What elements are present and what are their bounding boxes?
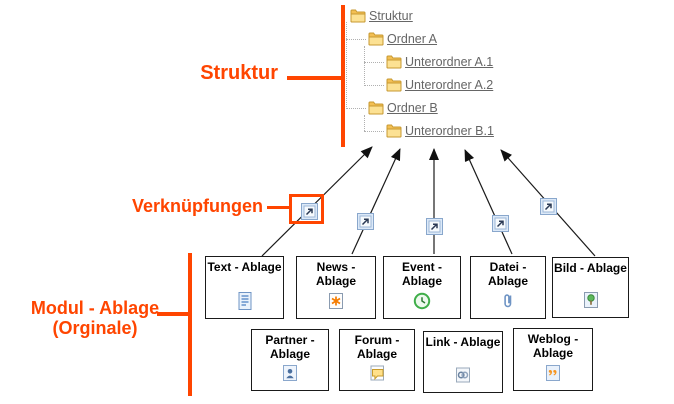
module-box-link-ablage: Link - Ablage xyxy=(423,331,503,393)
image-icon xyxy=(583,292,598,308)
link-chain-icon xyxy=(456,367,470,383)
arrow-datei-ablage xyxy=(464,149,513,255)
file-paperclip-icon xyxy=(504,294,512,308)
tree-link[interactable]: Ordner B xyxy=(387,101,438,115)
module-box-label: Ablage xyxy=(315,274,356,288)
module-box-label: Link - Ablage xyxy=(425,335,501,349)
tree-item-unterordner-b1: Unterordner B.1 xyxy=(386,123,494,139)
module-box-forum-ablage: Forum - Ablage xyxy=(339,329,415,391)
arrow-news-ablage xyxy=(351,148,401,255)
tree-connector-line xyxy=(364,85,384,86)
tree-connector-line xyxy=(346,39,366,40)
tree-connector-line xyxy=(364,46,365,86)
tree-link[interactable]: Unterordner B.1 xyxy=(405,124,494,138)
struktur-annotation-label: Struktur xyxy=(200,62,278,84)
module-box-label: Weblog - xyxy=(527,332,579,346)
tree-link[interactable]: Unterordner A.2 xyxy=(405,78,494,92)
module-box-bild-ablage: Bild - Ablage xyxy=(552,257,629,318)
text-document-icon xyxy=(238,292,251,310)
module-box-partner-ablage: Partner - Ablage xyxy=(251,329,329,391)
folder-icon xyxy=(386,78,402,92)
tree-link[interactable]: Ordner A xyxy=(387,32,438,46)
tree-link[interactable]: Unterordner A.1 xyxy=(405,55,494,69)
event-clock-icon xyxy=(413,292,431,310)
tree-item-unterordner-a2: Unterordner A.2 xyxy=(386,77,493,93)
partner-person-icon xyxy=(283,365,297,381)
module-box-label: News - xyxy=(316,260,356,274)
tree-item-struktur: Struktur xyxy=(350,8,413,24)
folder-icon xyxy=(386,124,402,138)
tree-item-ordner-a: Ordner A xyxy=(368,31,437,47)
verknuepfungen-pointer-line xyxy=(267,206,289,209)
module-box-weblog-ablage: Weblog - Ablage xyxy=(513,328,593,391)
module-box-news-ablage: News - Ablage xyxy=(296,256,376,319)
shortcut-arrow-icon xyxy=(426,218,443,235)
modul-ablage-annotation-label: Modul - Ablage (Orginale) xyxy=(14,298,176,338)
modul-label-line1: Modul - Ablage xyxy=(30,298,160,318)
module-box-datei-ablage: Datei - Ablage xyxy=(470,256,546,319)
module-box-label: Ablage xyxy=(356,347,397,361)
tree-connector-line xyxy=(346,22,347,109)
module-box-label: Ablage xyxy=(487,274,528,288)
folder-icon xyxy=(368,101,384,115)
module-box-label: Ablage xyxy=(269,347,310,361)
struktur-bracket-line xyxy=(287,76,341,80)
shortcut-arrow-icon xyxy=(540,198,557,215)
tree-link[interactable]: Struktur xyxy=(369,9,413,23)
folder-icon xyxy=(350,9,366,23)
shortcut-arrow-icon xyxy=(301,203,318,220)
verknuepfungen-annotation-label: Verknüpfungen xyxy=(131,196,263,216)
folder-icon xyxy=(386,55,402,69)
shortcut-arrow-icon xyxy=(357,213,374,230)
modul-bracket-line xyxy=(157,312,188,316)
folder-icon xyxy=(368,32,384,46)
tree-connector-line xyxy=(364,62,384,63)
module-box-event-ablage: Event - Ablage xyxy=(383,256,461,319)
module-box-label: Text - Ablage xyxy=(207,260,282,274)
module-box-label: Bild - Ablage xyxy=(554,261,627,275)
tree-connector-line xyxy=(364,115,365,131)
forum-speech-bubble-icon xyxy=(370,365,384,381)
module-box-label: Ablage xyxy=(401,274,442,288)
module-box-label: Forum - xyxy=(354,333,400,347)
module-box-label: Datei - xyxy=(489,260,527,274)
tree-connector-line xyxy=(364,131,384,132)
shortcut-arrow-icon xyxy=(492,215,509,232)
modul-bracket-line xyxy=(188,253,192,396)
modul-label-line2: (Orginale) xyxy=(52,318,138,338)
tree-item-unterordner-a1: Unterordner A.1 xyxy=(386,54,493,70)
verknuepfungen-highlight-box xyxy=(289,194,324,224)
weblog-quote-icon xyxy=(546,365,560,381)
module-box-label: Ablage xyxy=(532,346,573,360)
tree-item-ordner-b: Ordner B xyxy=(368,100,438,116)
struktur-bracket-line xyxy=(341,5,345,147)
news-icon xyxy=(329,293,343,309)
module-box-label: Event - xyxy=(401,260,442,274)
tree-connector-line xyxy=(346,108,366,109)
module-box-label: Partner - xyxy=(265,333,315,347)
module-box-text-ablage: Text - Ablage xyxy=(205,256,284,319)
